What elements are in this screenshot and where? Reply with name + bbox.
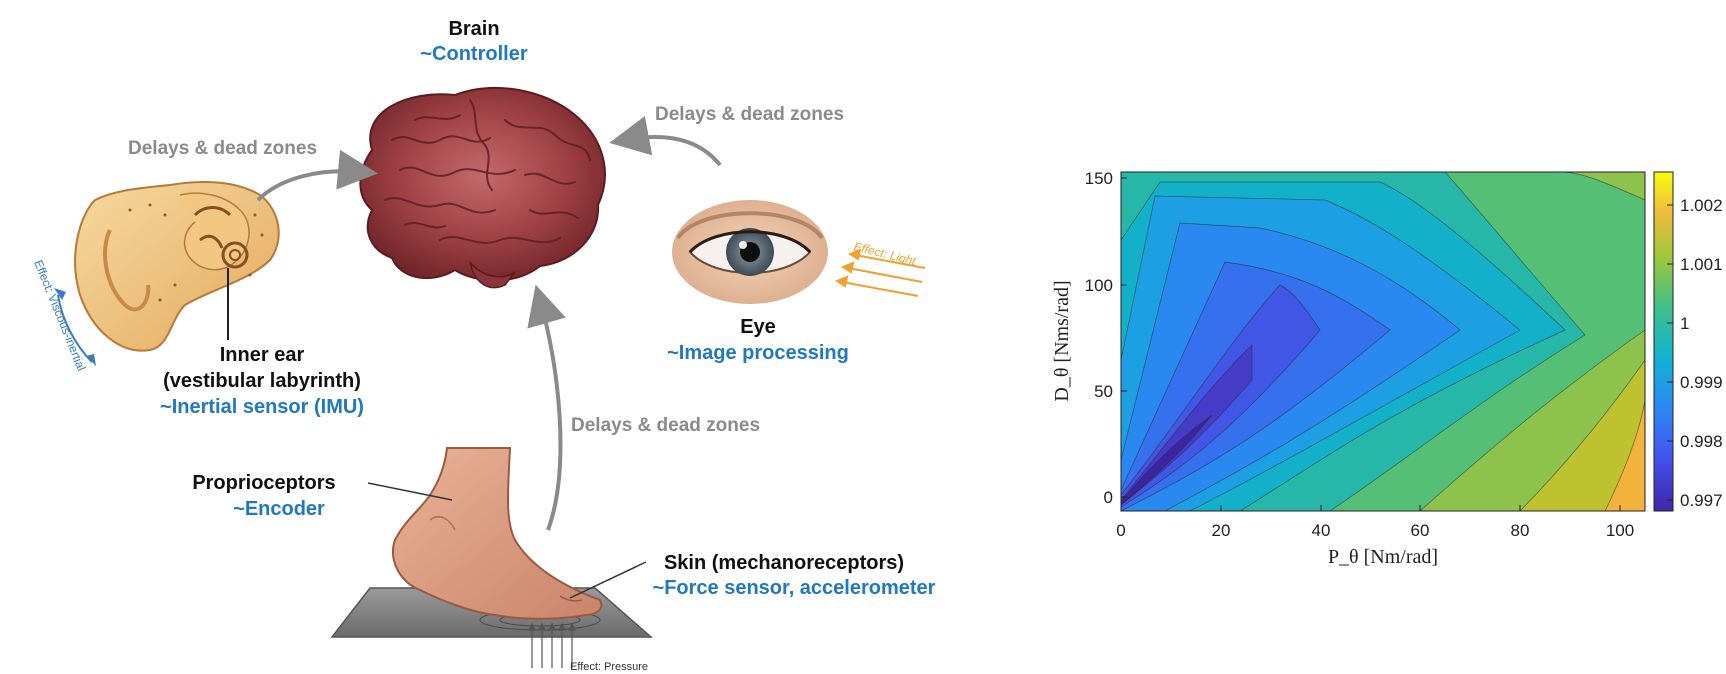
brain-title: Brain	[448, 18, 499, 40]
colorbar-tick-label: 0.998	[1680, 432, 1723, 451]
colorbar: 0.997 0.998 0.999 1 1.001 1.002	[1654, 172, 1723, 511]
brain-subtitle: ~Controller	[420, 43, 527, 65]
inner-ear-subtitle-line: (vestibular labyrinth)	[163, 370, 361, 392]
y-tick-label: 0	[1104, 488, 1113, 507]
skin-leader	[570, 562, 646, 598]
foot-to-brain-arrow	[540, 300, 560, 530]
y-tick-label: 100	[1085, 276, 1113, 295]
brain-illustration	[360, 88, 605, 288]
y-tick-label: 50	[1094, 382, 1113, 401]
x-tick-label: 0	[1116, 521, 1125, 540]
eye-effect-label: Effect: Light	[852, 239, 918, 268]
delay-label-eye: Delays & dead zones	[655, 104, 844, 125]
eye-subtitle: ~Image processing	[667, 342, 849, 364]
colorbar-gradient	[1654, 172, 1673, 511]
inner-ear-illustration	[75, 182, 279, 351]
colorbar-tick-label: 0.999	[1680, 373, 1723, 392]
foot-illustration	[332, 448, 651, 668]
x-tick-label: 20	[1212, 521, 1231, 540]
proprioceptors-subtitle: ~Encoder	[233, 498, 325, 520]
x-tick-label: 60	[1411, 521, 1430, 540]
foot-effect-label: Effect: Pressure	[570, 661, 648, 673]
colorbar-tick-label: 1	[1680, 314, 1689, 333]
y-tick-label: 150	[1085, 169, 1113, 188]
x-tick-label: 100	[1606, 521, 1634, 540]
eye-to-brain-arrow	[625, 137, 720, 165]
colorbar-tick-label: 1.002	[1680, 196, 1723, 215]
colorbar-tick-label: 0.997	[1680, 491, 1723, 510]
ear-to-brain-arrow	[258, 171, 362, 200]
x-axis-label: P_θ [Nm/rad]	[1328, 546, 1438, 568]
delay-label-foot: Delays & dead zones	[571, 415, 760, 436]
x-tick-label: 40	[1312, 521, 1331, 540]
skin-subtitle: ~Force sensor, accelerometer	[653, 577, 936, 599]
colorbar-tick-label: 1.001	[1680, 255, 1723, 274]
eye-title: Eye	[740, 316, 776, 338]
inner-ear-title: Inner ear	[220, 344, 305, 366]
contour-fills	[1121, 172, 1645, 511]
x-tick-label: 80	[1511, 521, 1530, 540]
sensory-diagram: Brain ~Controller Effect: Viscous-inerti…	[31, 18, 935, 673]
skin-title: Skin (mechanoreceptors)	[664, 552, 904, 574]
delay-label-ear: Delays & dead zones	[128, 138, 317, 159]
proprioceptors-title: Proprioceptors	[192, 472, 335, 494]
contour-chart: 0 20 40 60 80 100 0 50 100 150 P_θ [Nm/r…	[1051, 169, 1723, 568]
eye-illustration	[672, 200, 828, 304]
inner-ear-sensor: ~Inertial sensor (IMU)	[160, 396, 364, 418]
y-axis-label: D_θ [Nms/rad]	[1051, 280, 1073, 401]
